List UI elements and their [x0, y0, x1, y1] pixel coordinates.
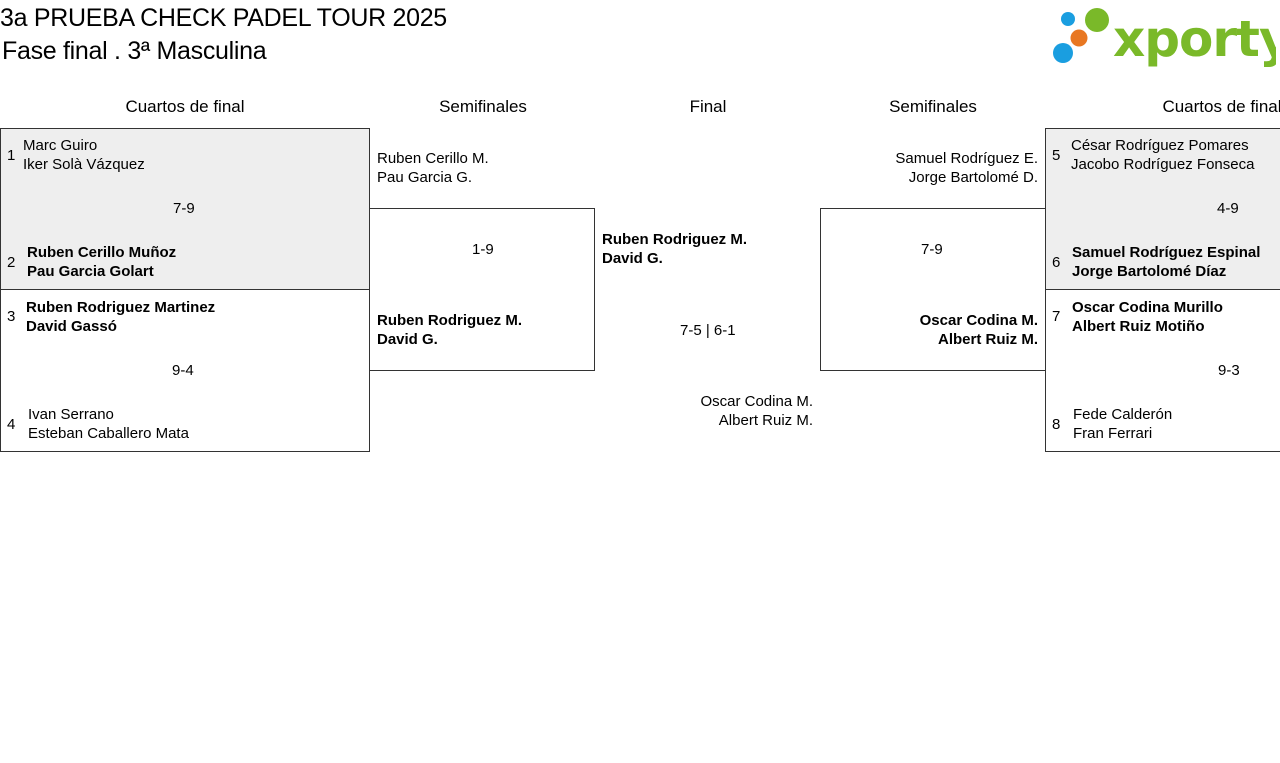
team-name: Ivan Serrano Esteban Caballero Mata: [28, 405, 189, 443]
player-name: Fede Calderón: [1073, 406, 1173, 423]
team-name: Samuel Rodríguez E. Jorge Bartolomé D.: [838, 149, 1038, 187]
match-score: 9-4: [172, 362, 194, 379]
seed-number: 6: [1052, 254, 1061, 271]
player-name: David G.: [377, 331, 438, 348]
player-name: Oscar Codina M.: [919, 312, 1038, 329]
seed-number: 1: [7, 147, 16, 164]
team-name-winner: Ruben Rodriguez Martinez David Gassó: [26, 298, 215, 336]
player-name: Oscar Codina Murillo: [1072, 299, 1223, 316]
player-name: Ruben Rodriguez Martinez: [26, 299, 216, 316]
round-header-sf-left: Semifinales: [439, 97, 527, 116]
player-name: David G.: [602, 250, 663, 267]
player-name: Ruben Cerillo M.: [377, 150, 489, 167]
player-name: Esteban Caballero Mata: [28, 425, 189, 442]
player-name: Jacobo Rodríguez Fonseca: [1071, 156, 1255, 173]
team-name-winner: Oscar Codina Murillo Albert Ruiz Motiño: [1072, 298, 1223, 336]
page-subtitle: Fase final . 3ª Masculina: [2, 37, 267, 65]
player-name: Jorge Bartolomé Díaz: [1072, 263, 1227, 280]
player-name: David Gassó: [26, 318, 117, 335]
match-qf-right-2[interactable]: [1045, 289, 1280, 452]
player-name: Ruben Rodriguez M.: [602, 231, 747, 248]
player-name: Pau Garcia Golart: [27, 263, 154, 280]
match-qf-left-1[interactable]: [0, 128, 370, 290]
team-name-winner: Oscar Codina M. Albert Ruiz M.: [838, 311, 1038, 349]
player-name: Samuel Rodríguez Espinal: [1072, 244, 1261, 261]
seed-number: 2: [7, 254, 16, 271]
match-score: 4-9: [1217, 200, 1239, 217]
logo-dot-blue-small: [1061, 12, 1075, 26]
team-name: Oscar Codina M. Albert Ruiz M.: [653, 392, 813, 430]
match-score: 1-9: [472, 241, 494, 258]
team-name-winner: Ruben Cerillo Muñoz Pau Garcia Golart: [27, 243, 176, 281]
seed-number: 8: [1052, 416, 1061, 433]
team-name: César Rodríguez Pomares Jacobo Rodríguez…: [1071, 136, 1254, 174]
page-title: 3a PRUEBA CHECK PADEL TOUR 2025: [0, 4, 447, 32]
player-name: Fran Ferrari: [1073, 425, 1153, 442]
seed-number: 4: [7, 416, 16, 433]
player-name: Albert Ruiz M.: [718, 412, 813, 429]
team-name: Marc Guiro Iker Solà Vázquez: [23, 136, 145, 174]
match-score: 7-9: [921, 241, 943, 258]
player-name: Ruben Rodriguez M.: [377, 312, 522, 329]
logo-dot-green: [1085, 8, 1109, 32]
round-header-final: Final: [689, 97, 727, 116]
team-name-winner: Samuel Rodríguez Espinal Jorge Bartolomé…: [1072, 243, 1260, 281]
player-name: Albert Ruiz M.: [938, 331, 1038, 348]
match-score: 7-9: [173, 200, 195, 217]
player-name: Iker Solà Vázquez: [23, 156, 145, 173]
player-name: Ruben Cerillo Muñoz: [27, 244, 177, 261]
match-qf-right-1[interactable]: [1045, 128, 1280, 290]
team-name: Fede Calderón Fran Ferrari: [1073, 405, 1172, 443]
seed-number: 7: [1052, 308, 1061, 325]
seed-number: 5: [1052, 147, 1061, 164]
logo-dot-orange: [1070, 29, 1088, 47]
seed-number: 3: [7, 308, 16, 325]
match-score-final: 7-5 | 6-1: [680, 322, 736, 339]
team-name: Ruben Cerillo M. Pau Garcia G.: [377, 149, 489, 187]
player-name: Pau Garcia G.: [377, 169, 473, 186]
team-name-winner: Ruben Rodriguez M. David G.: [377, 311, 522, 349]
player-name: Oscar Codina M.: [700, 393, 813, 410]
round-header-qf-right: Cuartos de final: [1162, 97, 1280, 116]
match-score: 9-3: [1218, 362, 1240, 379]
round-header-qf-left: Cuartos de final: [125, 97, 245, 116]
match-sf-left[interactable]: [369, 208, 595, 371]
player-name: Marc Guiro: [23, 137, 98, 154]
team-name-winner: Ruben Rodriguez M. David G.: [602, 230, 747, 268]
player-name: Albert Ruiz Motiño: [1072, 318, 1205, 335]
xporty-logo: xporty: [1053, 8, 1276, 68]
round-header-sf-right: Semifinales: [889, 97, 977, 116]
logo-text: xporty: [1113, 10, 1276, 68]
player-name: Ivan Serrano: [28, 406, 114, 423]
player-name: Jorge Bartolomé D.: [908, 169, 1038, 186]
player-name: César Rodríguez Pomares: [1071, 137, 1249, 154]
player-name: Samuel Rodríguez E.: [895, 150, 1038, 167]
logo-dot-blue-large: [1053, 43, 1073, 63]
